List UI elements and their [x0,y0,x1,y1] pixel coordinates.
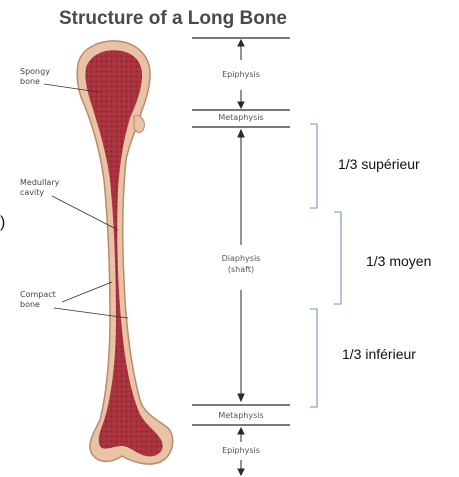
segment-diaphysis-sub: (shaft) [205,265,277,274]
thirds-brackets [310,124,341,407]
label-spongy-bone: Spongy bone [20,67,60,87]
label-compact-bone: Compact bone [20,290,66,310]
label-medullary-cavity: Medullary cavity [20,178,66,198]
third-lower: 1/3 inférieur [342,346,416,362]
segment-metaphysis-top: Metaphysis [205,113,277,122]
segment-metaphysis-bottom: Metaphysis [205,411,277,420]
lesser-trochanter [134,116,144,133]
third-upper: 1/3 supérieur [338,156,420,172]
segment-epiphysis-top: Epiphysis [205,70,277,79]
leader-compact-1 [62,282,112,302]
third-middle: 1/3 moyen [366,253,431,269]
medullary-cavity-fill [85,50,162,456]
edge-parenthesis: ) [0,214,5,232]
segment-epiphysis-bottom: Epiphysis [205,446,277,455]
segment-diaphysis: Diaphysis [205,254,277,263]
